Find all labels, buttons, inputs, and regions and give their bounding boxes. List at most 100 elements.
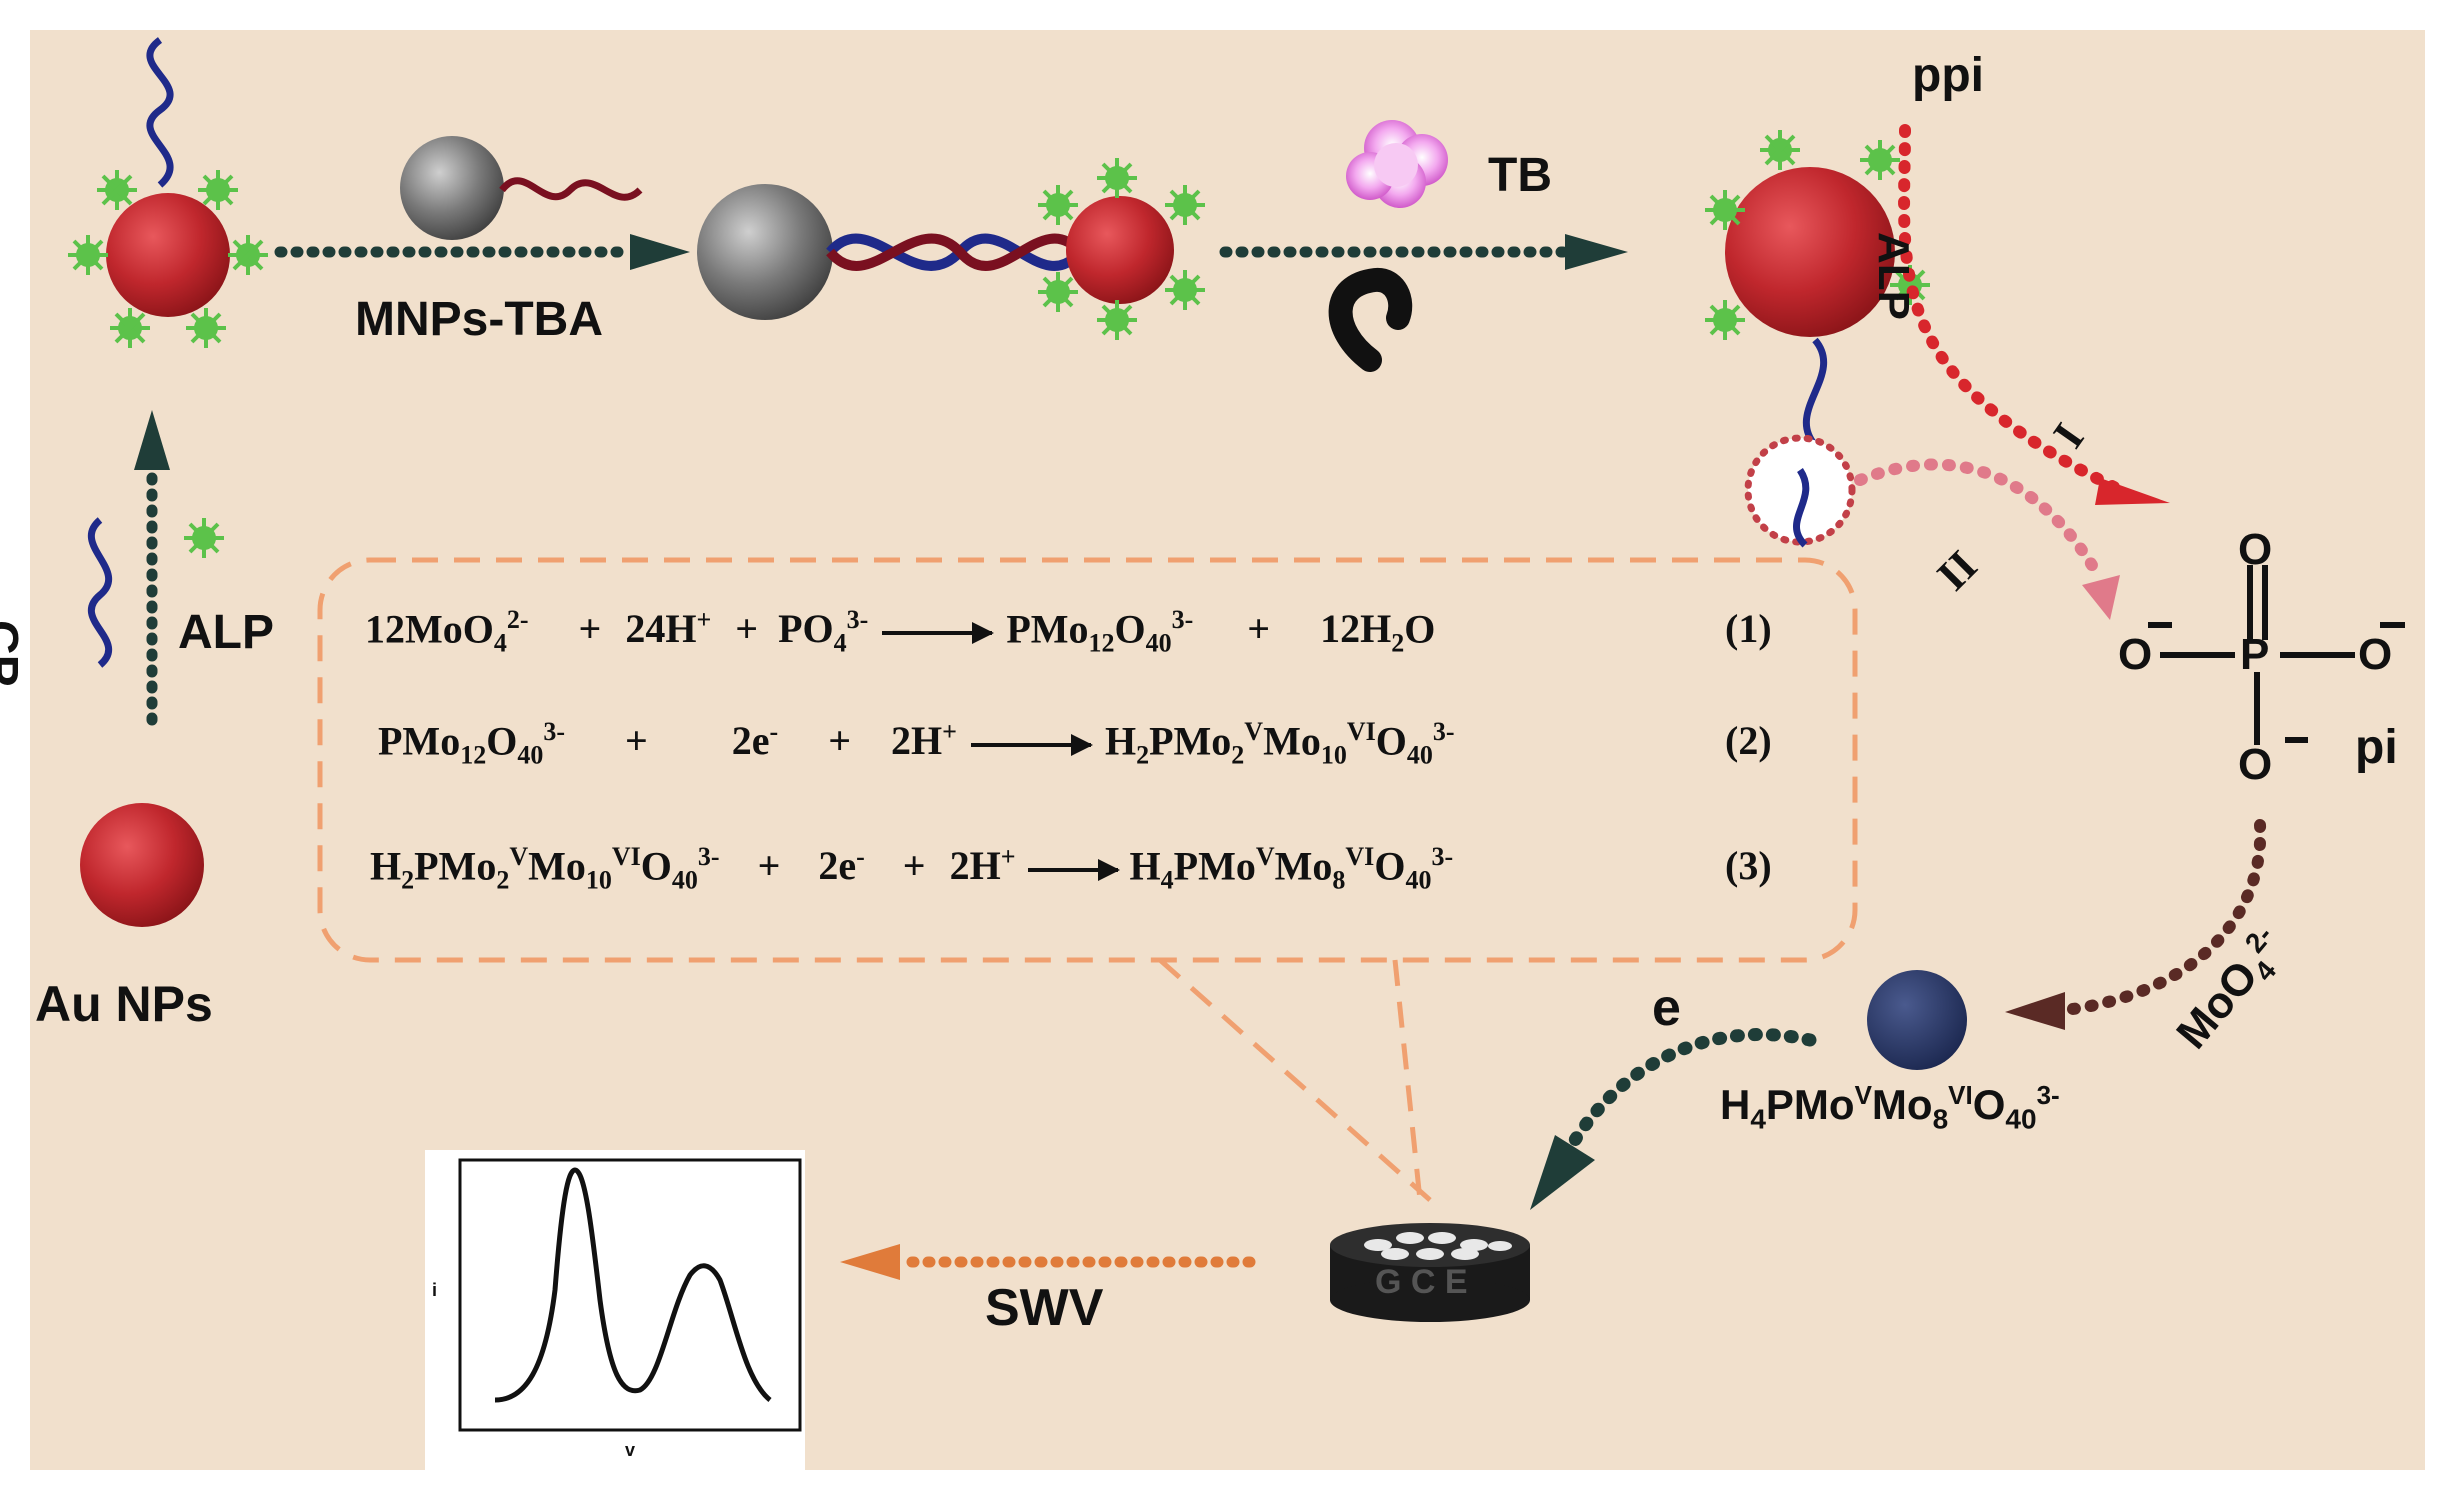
eq2-electron-sup: -: [769, 717, 779, 746]
eq2-proton-sup: +: [942, 717, 957, 746]
label-electron: e: [1652, 979, 1681, 1037]
eq1-molybdate-sup: 2-: [506, 605, 529, 634]
eq2-pmo-o: O: [486, 718, 518, 764]
eq1-proton-sup: +: [696, 605, 712, 634]
eq3-proton: 2H: [949, 843, 1001, 889]
eq3-plus-1: +: [757, 843, 781, 889]
eq2-product-mo-sub: 10: [1320, 740, 1347, 770]
prod-supv: V: [1854, 1080, 1872, 1110]
eq3-product-mo-sup: VI: [1345, 842, 1375, 871]
reduced-pmo-ball: [1867, 970, 1967, 1070]
eq1-water: 12H: [1320, 606, 1392, 652]
equation-1-number: (1): [1725, 606, 1772, 651]
arrow-tb-release: [1219, 234, 1628, 270]
aunp-cp-alp-conjugate: [66, 37, 270, 350]
label-swv: SWV: [985, 1279, 1104, 1337]
eq1-pmo-o: O: [1114, 606, 1146, 652]
arrow-pathway-2: [1744, 434, 2120, 620]
eq1-plus-3: +: [1247, 606, 1271, 652]
eq3-h: H: [370, 843, 402, 889]
eq3-pmo-sub: 2: [496, 865, 510, 895]
eq2-product-mo-sup: VI: [1346, 717, 1376, 746]
arrow-mnps-tba: [274, 234, 690, 270]
eq2-plus-1: +: [624, 718, 648, 764]
eq1-phosphate-sub: 4: [833, 628, 847, 658]
gce-electrode: [1330, 1223, 1530, 1322]
eq3-product-pmo: PMo: [1173, 843, 1256, 889]
eq1-pmo-sup: 3-: [1171, 605, 1194, 634]
eq3-mo-sup: VI: [611, 842, 641, 871]
label-cp: CP: [0, 620, 27, 687]
label-au-nps: Au NPs: [35, 976, 213, 1032]
atom-p-center: P: [2240, 630, 2270, 679]
eq3-product-o: O: [1374, 843, 1406, 889]
eq3-product-h: H: [1129, 843, 1161, 889]
eq1-water-sub: 2: [1391, 628, 1405, 658]
eq1-phosphate: PO: [778, 606, 834, 652]
prod-sub8: 8: [1932, 1103, 1949, 1135]
eq3-o-sup: 3-: [697, 842, 720, 871]
eq1-water-o: O: [1404, 606, 1436, 652]
eq2-product-o-sub: 40: [1406, 740, 1433, 770]
atom-o-left: O: [2118, 630, 2153, 679]
eq2-product-o: O: [1375, 718, 1407, 764]
eq3-pmo-sup: V: [509, 842, 529, 871]
eq3-product-mo: Mo: [1274, 843, 1333, 889]
equation-2: PMo12O403- + 2e- + 2H+ H2PMo2VMo10VIO403…: [378, 717, 1455, 770]
eq2-proton: 2H: [891, 718, 943, 764]
label-tb: TB: [1488, 149, 1552, 202]
eq1-plus-2: +: [735, 606, 759, 652]
equation-1: 12MoO42- + 24H+ + PO43- PMo12O403- + 12H…: [365, 605, 1435, 658]
arrow-electron-transfer: [1530, 1028, 1817, 1210]
eq1-molybdate: 12MoO: [365, 606, 494, 652]
eq2-product-o-sup: 3-: [1432, 717, 1455, 746]
eq3-electron: 2e: [818, 843, 857, 889]
eq2-product-h-sub: 2: [1136, 740, 1150, 770]
eq1-pmo-sub: 12: [1088, 628, 1115, 658]
eq3-product-o-sup: 3-: [1431, 842, 1454, 871]
prod-pmo: PMo: [1765, 1081, 1855, 1128]
eq3-o: O: [640, 843, 672, 889]
axis-label-i: i: [432, 1280, 438, 1300]
prod-sub4: 4: [1750, 1103, 1766, 1135]
eq3-mo-sub: 10: [585, 865, 612, 895]
eq3-plus-2: +: [902, 843, 926, 889]
arrow-molybdate: [2005, 819, 2267, 1030]
eq3-product-pmo-sup: V: [1255, 842, 1275, 871]
equation-3: H2PMo2VMo10VIO403- + 2e- + 2H+ H4PMoVMo8…: [370, 842, 1453, 895]
label-alp-left: ALP: [178, 606, 274, 659]
label-mnps-tba: MNPs-TBA: [355, 293, 603, 346]
eq1-pmo: PMo: [1006, 606, 1089, 652]
atom-o-top: O: [2238, 525, 2273, 574]
eq2-pmo-sup: 3-: [543, 717, 565, 746]
equation-3-number: (3): [1725, 843, 1772, 888]
eq2-pmo-o-sub: 40: [517, 740, 544, 770]
eq2-arrow: [970, 734, 1093, 757]
eq1-plus-1: +: [578, 606, 602, 652]
eq2-electron: 2e: [731, 718, 770, 764]
label-gce: G C E: [1375, 1263, 1468, 1301]
eq2-product-h: H: [1104, 718, 1137, 764]
eq3-electron-sup: -: [856, 842, 865, 871]
arrow-swv: [840, 1244, 1256, 1280]
eq3-o-sub: 40: [671, 865, 698, 895]
aptamer-hook-icon: [1328, 268, 1413, 372]
swv-voltammogram: [425, 1150, 805, 1475]
prod-sup3: 3-: [2036, 1080, 2060, 1110]
eq1-proton: 24H: [625, 606, 697, 652]
eq3-proton-sup: +: [1000, 842, 1016, 871]
eq2-plus-2: +: [828, 718, 852, 764]
prod-o: O: [1972, 1081, 2006, 1128]
phosphate-structure: [2148, 565, 2405, 745]
mnp-tba: [400, 136, 643, 240]
atom-o-bottom: O: [2238, 740, 2273, 789]
arrow-cp-alp-up: [88, 410, 226, 726]
eq1-pmo-o-sub: 40: [1145, 628, 1172, 658]
prod-sub40: 40: [2005, 1103, 2037, 1135]
mnp-aunp-hybrid-complex: [697, 156, 1207, 342]
eq3-product-h-sub: 4: [1160, 865, 1174, 895]
label-reduced-product: H4PMoVMo8VIO403-: [1720, 1080, 2060, 1135]
arrow-pathway-1: [1898, 124, 2170, 505]
